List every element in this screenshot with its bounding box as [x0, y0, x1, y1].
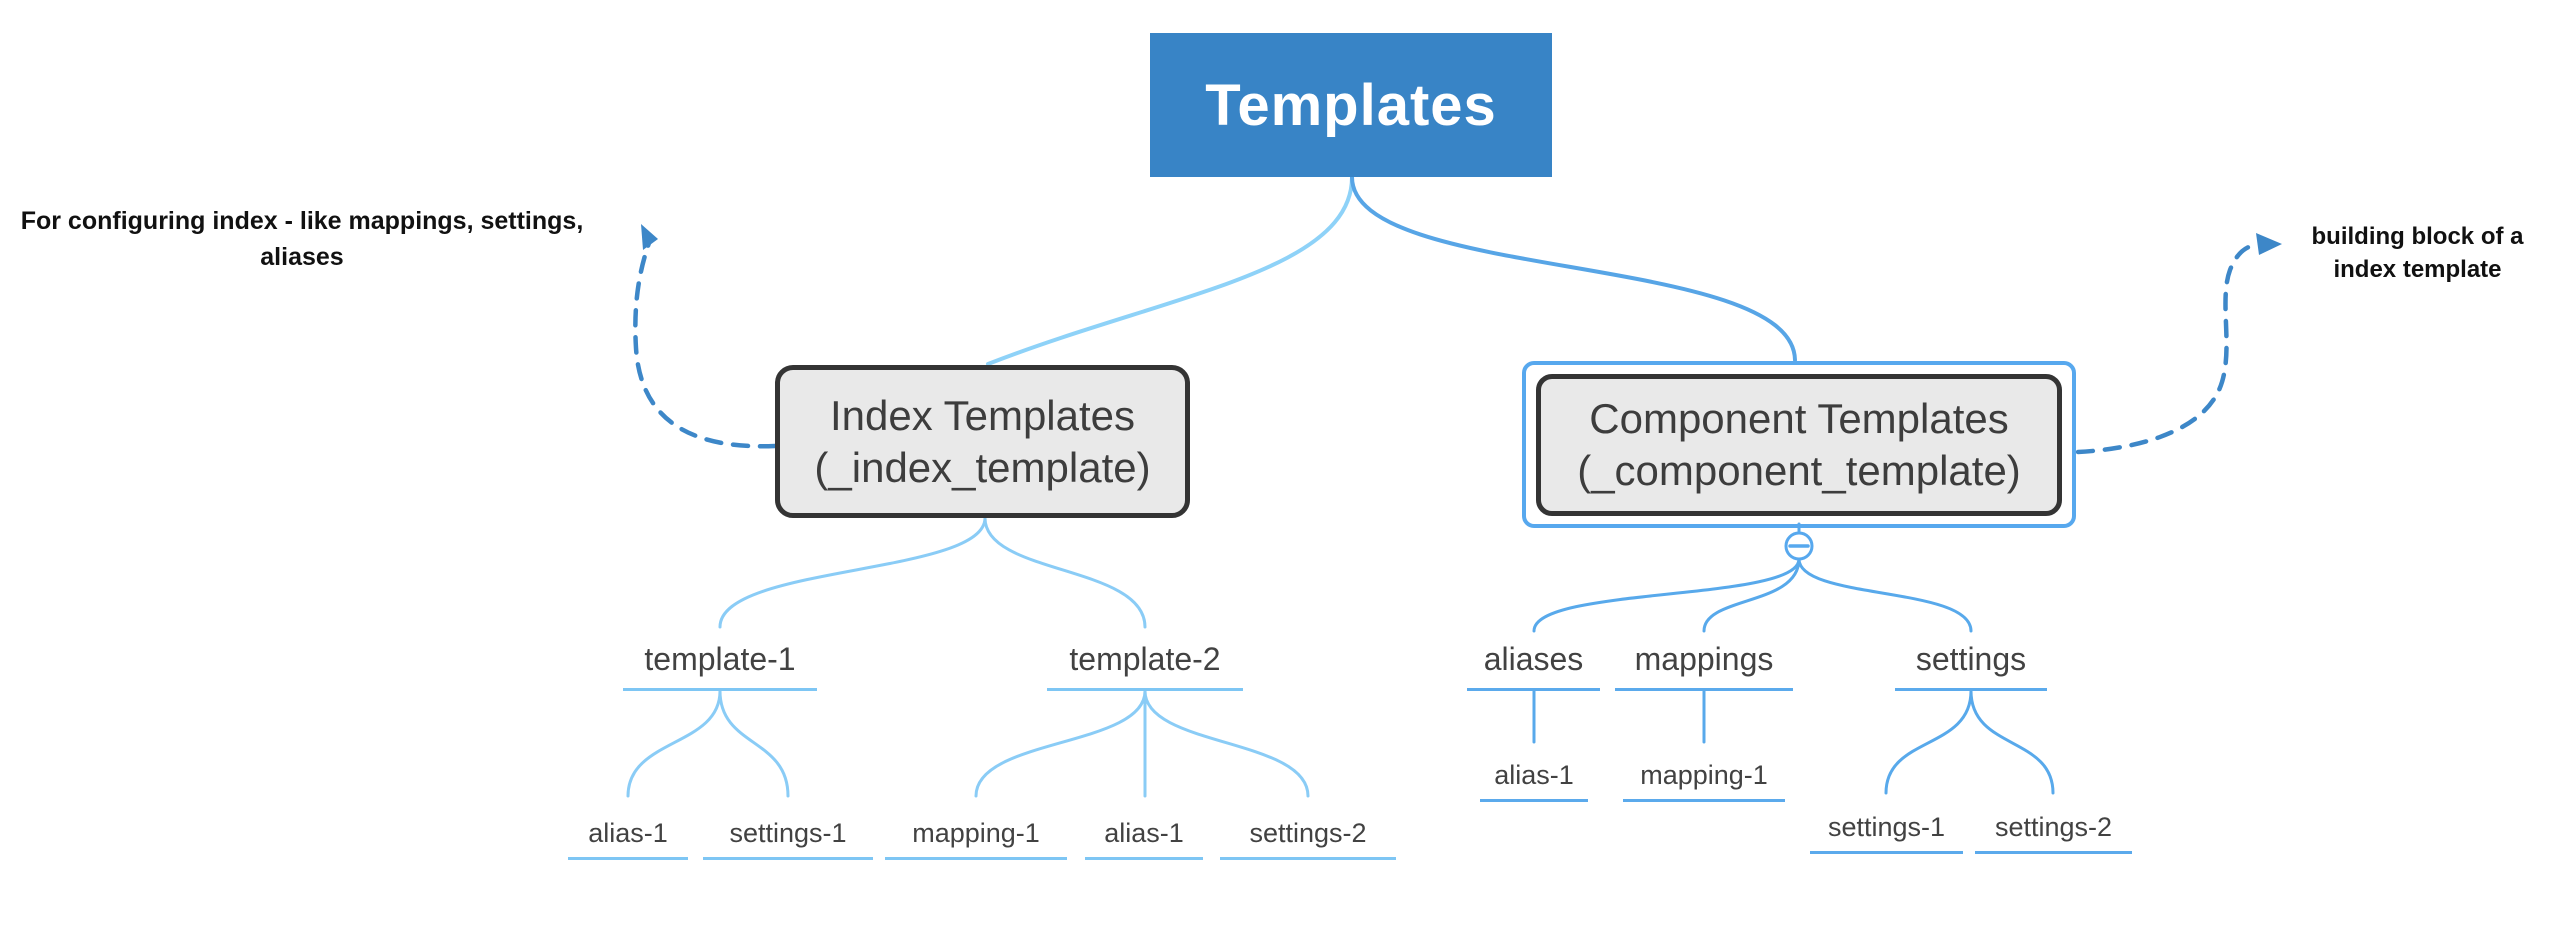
- node-mappings[interactable]: mappings: [1615, 641, 1793, 691]
- annotation-line: For configuring index - like mappings, s…: [20, 207, 584, 235]
- node-t2-settings-2[interactable]: settings-2: [1220, 816, 1396, 860]
- node-c-mapping-1[interactable]: mapping-1: [1623, 758, 1785, 802]
- node-label: settings-2: [1994, 812, 2113, 842]
- component-templates-box[interactable]: Component Templates (_component_template…: [1536, 374, 2062, 516]
- annotation-component-templates[interactable]: building block of a index template: [2270, 220, 2565, 286]
- component-subtree-edges: [1532, 522, 2055, 795]
- node-label: alias-1: [1494, 760, 1574, 790]
- left-arrowhead-icon: [641, 224, 658, 250]
- edge-component-aliases: [1532, 557, 1801, 633]
- node-c-settings-2[interactable]: settings-2: [1975, 810, 2132, 854]
- annotation-line: building block of a: [2311, 223, 2524, 250]
- node-c-settings-1[interactable]: settings-1: [1810, 810, 1963, 854]
- node-label: aliases: [1483, 641, 1584, 677]
- node-label: mapping-1: [912, 818, 1040, 848]
- node-template-1[interactable]: template-1: [623, 641, 817, 691]
- index-templates-subtitle: (_index_template): [814, 443, 1151, 491]
- node-t1-alias-1[interactable]: alias-1: [568, 816, 688, 860]
- edge-template2-mapping1: [974, 689, 1147, 798]
- edge-root-to-component: [1350, 175, 1797, 362]
- node-label: alias-1: [588, 818, 668, 848]
- edge-template2-settings2: [1143, 689, 1310, 798]
- node-c-alias-1[interactable]: alias-1: [1480, 758, 1588, 802]
- right-dashed-arrow-line: [2075, 242, 2259, 455]
- node-label: settings-1: [1827, 812, 1946, 842]
- left-dashed-arrow-line: [633, 240, 778, 449]
- node-label: template-2: [1069, 641, 1221, 677]
- root-label: Templates: [1205, 72, 1497, 138]
- edge-component-mappings: [1702, 557, 1801, 633]
- node-t2-mapping-1[interactable]: mapping-1: [885, 816, 1067, 860]
- node-t2-alias-1[interactable]: alias-1: [1085, 816, 1203, 860]
- edge-settings-settings2: [1969, 689, 2055, 795]
- right-arrowhead-icon: [2256, 233, 2282, 255]
- node-settings[interactable]: settings: [1895, 641, 2047, 691]
- node-label: mapping-1: [1640, 760, 1768, 790]
- node-template-2[interactable]: template-2: [1047, 641, 1243, 691]
- index-templates-box[interactable]: Index Templates (_index_template): [775, 365, 1190, 518]
- node-label: mappings: [1634, 641, 1774, 677]
- node-label: template-1: [644, 641, 796, 677]
- component-templates-title: Component Templates: [1589, 395, 2009, 442]
- component-templates-subtitle: (_component_template): [1577, 447, 2021, 494]
- node-label: settings-2: [1249, 818, 1367, 848]
- edge-template1-settings1: [718, 689, 790, 798]
- annotation-index-templates[interactable]: For configuring index - like mappings, s…: [0, 203, 604, 275]
- index-templates-title: Index Templates: [829, 391, 1136, 439]
- node-label: settings: [1915, 641, 2027, 677]
- component-selection-ring: [1522, 361, 2076, 528]
- annotation-line: index template: [2333, 256, 2502, 283]
- edge-component-settings: [1797, 557, 1973, 633]
- edge-index-template1: [718, 516, 987, 629]
- edge-root-to-index: [986, 175, 1354, 366]
- edge-index-template2: [983, 516, 1147, 629]
- node-label: settings-1: [729, 818, 847, 848]
- node-t1-settings-1[interactable]: settings-1: [703, 816, 873, 860]
- node-aliases[interactable]: aliases: [1467, 641, 1600, 691]
- edge-settings-settings1: [1884, 689, 1973, 795]
- root-node-templates[interactable]: Templates: [1150, 33, 1552, 177]
- index-subtree-edges: [626, 516, 1310, 798]
- node-label: alias-1: [1104, 818, 1184, 848]
- annotation-arrows: [633, 240, 2259, 455]
- edge-template1-alias1: [626, 689, 722, 798]
- collapse-toggle-button[interactable]: [1784, 531, 1814, 561]
- annotation-line: aliases: [260, 243, 344, 271]
